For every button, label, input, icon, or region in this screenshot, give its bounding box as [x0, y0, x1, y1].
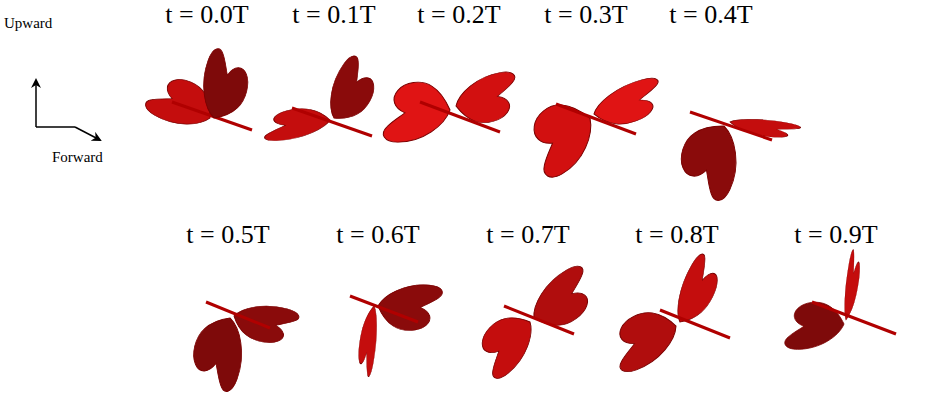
butterfly-frame	[517, 76, 666, 181]
time-label: t = 0.7T	[486, 222, 569, 248]
axis-label: Forward	[52, 150, 103, 165]
time-label: t = 0.1T	[292, 2, 375, 28]
butterfly-frame	[605, 252, 730, 375]
time-label: t = 0.8T	[635, 222, 718, 248]
time-label: t = 0.9T	[794, 222, 877, 248]
time-label: t = 0.3T	[544, 2, 627, 28]
butterfly-frame	[383, 70, 521, 142]
butterfly-frame	[669, 112, 801, 203]
axis-label: Upward	[4, 16, 52, 31]
axis-arrows	[36, 80, 100, 140]
butterfly-frame	[785, 250, 896, 350]
butterfly-frame	[262, 53, 386, 142]
time-label: t = 0.4T	[669, 2, 752, 28]
butterfly-frame	[468, 263, 603, 382]
butterfly-frame	[350, 281, 443, 377]
time-label: t = 0.6T	[336, 222, 419, 248]
butterfly-frame	[143, 47, 257, 140]
butterfly-frame	[184, 296, 301, 393]
time-label: t = 0.2T	[417, 2, 500, 28]
time-label: t = 0.0T	[165, 2, 248, 28]
time-label: t = 0.5T	[186, 222, 269, 248]
